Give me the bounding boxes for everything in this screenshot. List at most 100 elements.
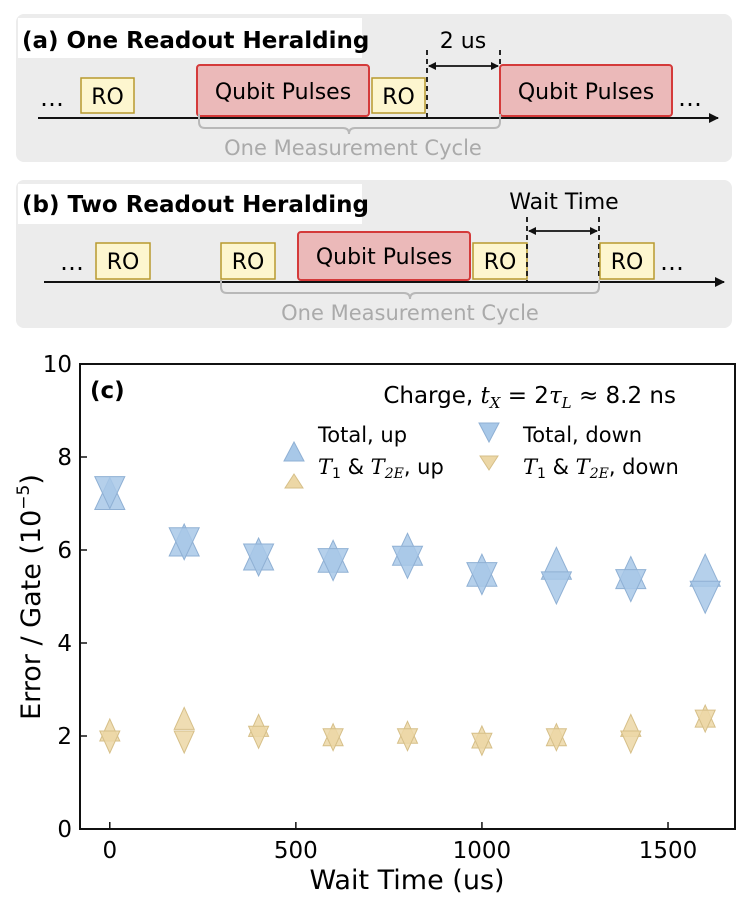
panel-b-interval-label: Wait Time: [509, 190, 618, 215]
y-tick-label: 6: [57, 538, 72, 564]
panel-a-qubit-pulses-label-2: Qubit Pulses: [518, 80, 654, 105]
y-axis-label-main: Error / Gate (10: [16, 510, 47, 720]
y-axis-label: Error / Gate (10−5): [14, 474, 47, 720]
x-axis-label: Wait Time (us): [309, 865, 504, 896]
panel-a-interval-label: 2 us: [440, 29, 486, 54]
legend-t2e-down-sub: 2E: [589, 466, 609, 482]
legend-label-total-down: Total, down: [522, 423, 642, 447]
panel-b-ro-box-4: [599, 242, 655, 280]
panel-a-qubit-pulses-label-1: Qubit Pulses: [215, 80, 351, 105]
panel-a-ro-box-2: [371, 77, 426, 114]
y-tick-label: 10: [43, 352, 72, 378]
annotation-tau: τ: [549, 383, 563, 409]
annotation-t-sub: X: [489, 394, 502, 412]
data-point-total-down: [168, 527, 200, 561]
data-point-total-down: [317, 548, 349, 582]
panel-a-ro-box-1: [80, 77, 135, 114]
y-axis-label-close: ): [16, 474, 47, 485]
panel-a-cycle-brace: [198, 114, 501, 135]
legend-marker-total-up: [283, 440, 305, 462]
data-point-t1t2-down: [99, 730, 121, 755]
x-tick-label: 1000: [453, 838, 512, 864]
data-point-t1t2-down: [396, 728, 419, 752]
legend-t1-up-sub: 1: [332, 466, 341, 482]
y-tick-label: 0: [57, 817, 72, 843]
panel-b-ro-box-2: [220, 242, 276, 280]
panel-b: (b) Two Readout Heralding … RO RO Qubit …: [16, 180, 732, 328]
panel-b-ro-box-3: [472, 242, 528, 280]
legend-label-t1t2-down: T1 & T2E, down: [523, 455, 679, 482]
legend-label-total-up: Total, up: [317, 423, 407, 447]
panel-a: (a) One Readout Heralding … RO Qubit Pul…: [16, 14, 732, 162]
legend-t1-down-sub: 1: [537, 466, 546, 482]
annotation-approx: ≈ 8.2: [572, 383, 642, 409]
plot-frame: [79, 363, 736, 830]
x-tick-label: 1500: [639, 838, 698, 864]
panel-a-cycle-label: One Measurement Cycle: [224, 136, 482, 160]
panel-b-cycle-brace: [220, 280, 600, 300]
annotation-eq: = 2: [500, 383, 549, 409]
panel-b-ro-label-2: RO: [232, 250, 265, 275]
data-point-total-down: [242, 543, 275, 578]
panel-b-ro-box-1: [95, 242, 151, 280]
panel-b-title: (b) Two Readout Heralding: [22, 192, 369, 218]
legend-t2e-up-sym: T: [371, 455, 387, 479]
data-point-t1t2-down: [471, 732, 493, 757]
panel-a-ro-label-2: RO: [382, 85, 415, 110]
panel-c-label: (c): [90, 378, 125, 404]
data-point-total-down: [466, 562, 498, 596]
x-ticks: 0 500 1000 1500: [102, 822, 697, 864]
panel-a-ellipsis-left: …: [40, 84, 64, 112]
data-point-t1t2-down: [545, 728, 568, 752]
annotation-unit: ns: [642, 383, 676, 409]
annotation-prefix: Charge,: [383, 383, 473, 409]
panel-a-ro-label-1: RO: [91, 85, 124, 110]
legend-marker-total-down: [478, 422, 500, 444]
panel-a-title-box: [18, 18, 362, 58]
legend-t1-down-sym: T: [523, 455, 539, 479]
data-point-t1t2-down: [620, 730, 642, 755]
panel-a-qubit-pulses-box-1: [196, 64, 370, 117]
legend: Total, up Total, down T1 & T2E, up T1 & …: [283, 422, 679, 489]
x-tick-label: 0: [102, 838, 117, 864]
y-tick-label: 4: [57, 631, 72, 657]
panel-a-title: (a) One Readout Heralding: [22, 28, 369, 54]
legend-t2e-down-sym: T: [576, 455, 592, 479]
panel-b-ellipsis-right: …: [660, 248, 684, 276]
panel-b-ellipsis-left: …: [60, 248, 84, 276]
panel-b-qubit-pulses-box: [297, 231, 471, 281]
data-point-t1t2-down: [694, 709, 716, 734]
legend-t1t2-up-mid: &: [341, 455, 371, 479]
panel-b-ro-label-3: RO: [484, 250, 517, 275]
legend-t2e-up-sub: 2E: [384, 466, 404, 482]
legend-marker-t1t2-up: [284, 473, 304, 489]
data-point-t1t2-up: [173, 706, 195, 730]
legend-t1t2-up-tail: , up: [404, 455, 444, 479]
legend-t1t2-down-tail: , down: [609, 455, 679, 479]
panel-b-ro-label-4: RO: [611, 250, 644, 275]
data-point-total-down: [391, 545, 424, 580]
legend-label-t1t2-up: T1 & T2E, up: [318, 455, 444, 482]
y-ticks: 0 2 4 6 8 10: [43, 352, 87, 843]
data-point-total-down: [94, 476, 126, 510]
data-point-total-down: [689, 580, 721, 615]
data-point-t1t2-down: [322, 728, 344, 752]
panel-b-cycle-label: One Measurement Cycle: [281, 301, 539, 325]
chart-annotation: Charge, tX = 2τL ≈ 8.2 ns: [383, 383, 676, 412]
panel-a-ellipsis-right: …: [678, 84, 702, 112]
panel-b-title-box: [18, 184, 362, 224]
legend-marker-t1t2-down: [479, 455, 499, 471]
data-point-t1t2-down: [247, 725, 270, 750]
data-points: [94, 476, 721, 757]
data-point-total-down: [615, 569, 647, 603]
legend-t1-up-sym: T: [318, 455, 334, 479]
y-axis-label-exp: −5: [14, 485, 34, 510]
data-point-t1t2-down: [173, 730, 195, 755]
panel-b-ro-label-1: RO: [107, 250, 140, 275]
panel-a-qubit-pulses-box-2: [499, 64, 673, 117]
x-tick-label: 500: [274, 838, 318, 864]
chart: 0 2 4 6 8 10 0 500 1000 1500 (c) Charge, tX = 2τ…: [14, 352, 736, 896]
y-tick-label: 2: [57, 724, 72, 750]
y-tick-label: 8: [57, 445, 72, 471]
